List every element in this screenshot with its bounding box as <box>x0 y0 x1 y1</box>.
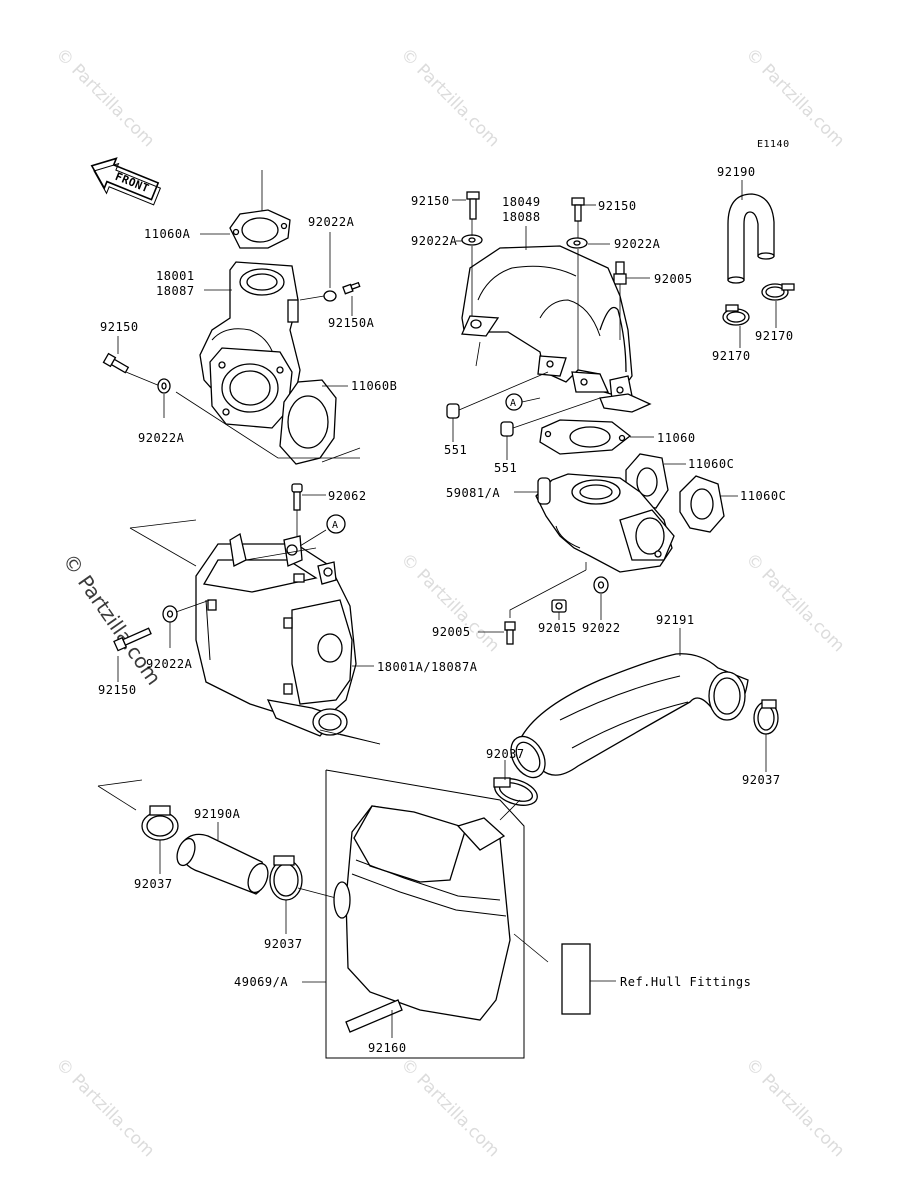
label-92160: 92160 <box>368 1041 407 1055</box>
label-92037-mid: 92037 <box>486 747 525 761</box>
label-49069: 49069/A <box>234 975 288 989</box>
label-18001A: 18001A/18087A <box>377 660 478 674</box>
label-92037-right: 92037 <box>742 773 781 787</box>
label-92022A-chamber: 92022A <box>146 657 193 671</box>
fitting-92005-bottom <box>504 621 516 645</box>
label-92191: 92191 <box>656 613 695 627</box>
exhaust-pipe-group <box>102 170 361 465</box>
label-11060B: 11060B <box>351 379 397 393</box>
dowel-551-a <box>446 403 460 419</box>
label-551-a: 551 <box>444 443 467 457</box>
nut-92015 <box>551 599 567 613</box>
strap-92160 <box>345 999 403 1033</box>
dowel-551-b <box>500 421 514 437</box>
label-92022A-right: 92022A <box>614 237 661 251</box>
watermark: © Partzilla.com <box>741 1054 848 1161</box>
label-92022A-low: 92022A <box>138 431 185 445</box>
label-92022: 92022 <box>582 621 621 635</box>
clamp-92170-a <box>722 304 750 326</box>
label-92170-b: 92170 <box>755 329 794 343</box>
callout-a-label: A <box>510 398 517 409</box>
label-11060C-a: 11060C <box>688 457 734 471</box>
fitting-92005-top <box>613 261 627 285</box>
label-92150-left: 92150 <box>100 320 139 334</box>
label-92150-top1: 92150 <box>411 194 450 208</box>
hose-92190-group <box>722 193 795 348</box>
watermark: © Partzilla.com <box>396 44 503 151</box>
label-92170-a: 92170 <box>712 349 751 363</box>
bolt-92150-top2 <box>571 197 585 222</box>
manifold-group: A <box>446 191 652 437</box>
label-92150-chamber: 92150 <box>98 683 137 697</box>
watermark: © Partzilla.com <box>741 44 848 151</box>
bolt-92150-chamber <box>113 627 152 652</box>
label-11060: 11060 <box>657 431 696 445</box>
callout-a-label: A <box>332 520 339 531</box>
hose-92190A-group <box>97 779 337 934</box>
ref-hull-fittings-plate <box>561 943 591 1015</box>
bolt-92150A <box>342 281 361 295</box>
washer-92022A-left <box>323 290 337 302</box>
label-92037-center: 92037 <box>264 937 303 951</box>
gasket-group-right <box>504 419 725 645</box>
label-92022A-mid: 92022A <box>411 234 458 248</box>
muffler-group <box>302 769 616 1059</box>
watermark: © Partzilla.com <box>51 1054 158 1161</box>
label-92005-bottom: 92005 <box>432 625 471 639</box>
label-92190: 92190 <box>717 165 756 179</box>
expansion-chamber-group: A <box>113 483 381 745</box>
bolt-92150-left <box>102 352 130 374</box>
label-92190A: 92190A <box>194 807 241 821</box>
callout-a-chamber <box>326 514 346 534</box>
label-92015: 92015 <box>538 621 577 635</box>
bolt-92150-top1 <box>466 191 480 220</box>
front-arrow-icon: FRONT <box>90 157 162 206</box>
label-59081: 59081/A <box>446 486 500 500</box>
label-18001: 18001 <box>156 269 195 283</box>
diagram-code: E1140 <box>757 139 790 150</box>
label-92037-left: 92037 <box>134 877 173 891</box>
label-11060C-b: 11060C <box>740 489 786 503</box>
watermark: © Partzilla.com <box>396 1054 503 1161</box>
watermark: © Partzilla.com <box>396 549 503 656</box>
label-18088: 18088 <box>502 210 541 224</box>
label-92022A-left: 92022A <box>308 215 355 229</box>
hose-92191-group <box>493 653 779 806</box>
clamp-92037-right <box>753 699 779 735</box>
label-92150-top2: 92150 <box>598 199 637 213</box>
label-92062: 92062 <box>328 489 367 503</box>
label-18049: 18049 <box>502 195 541 209</box>
clamp-92037-mid <box>493 777 538 806</box>
watermark: © Partzilla.com <box>741 549 848 656</box>
fitting-92062 <box>291 483 303 511</box>
watermark: © Partzilla.com <box>51 44 158 151</box>
label-92150A: 92150A <box>328 316 375 330</box>
label-18087: 18087 <box>156 284 195 298</box>
label-11060A: 11060A <box>144 227 191 241</box>
clamp-92037-center <box>269 855 303 901</box>
hose-92191 <box>521 653 749 776</box>
part-labels: 11060A 18001 18087 92022A 92150A 92150 1… <box>98 165 794 1055</box>
clamp-92170-b <box>761 283 795 301</box>
hose-92190 <box>727 193 775 281</box>
label-551-b: 551 <box>494 461 517 475</box>
label-ref-hull-fittings: Ref.Hull Fittings <box>620 975 751 989</box>
clamp-92037-left <box>141 805 179 841</box>
label-92005-top: 92005 <box>654 272 693 286</box>
